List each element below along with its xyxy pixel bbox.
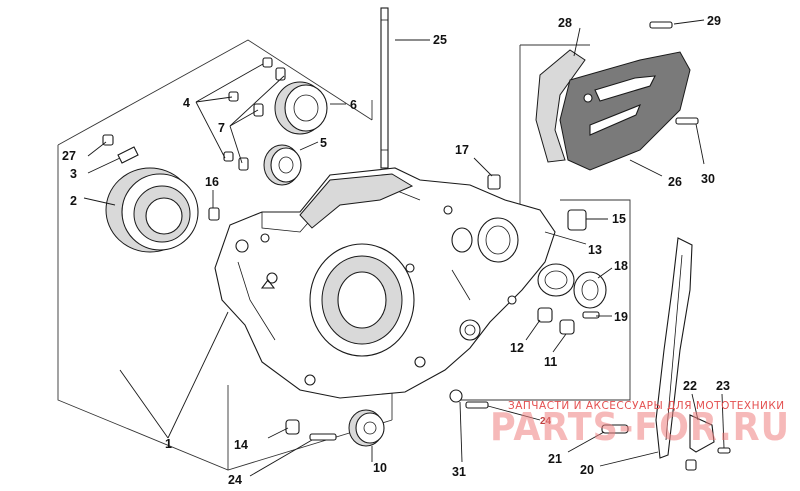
callout-22: 22 — [683, 379, 697, 393]
callout-13: 13 — [588, 243, 602, 257]
bearing-6 — [274, 81, 328, 135]
bearing-2 — [105, 167, 199, 253]
callout-2: 2 — [70, 194, 77, 208]
watermark-tagline: ЗАПЧАСТИ И АКСЕССУАРЫ ДЛЯ МОТОТЕХНИКИ — [508, 400, 785, 412]
crankcase — [214, 167, 556, 399]
callout-3: 3 — [70, 167, 77, 181]
callout-31: 31 — [452, 465, 466, 479]
watermark-logo: PARTS-FOR.RU — [490, 405, 790, 449]
callout-14: 14 — [234, 438, 248, 452]
callout-20: 20 — [580, 463, 594, 477]
chain-guide-20 — [655, 237, 693, 459]
callout-12: 12 — [510, 341, 524, 355]
callout-11: 11 — [544, 355, 557, 369]
leader-lines — [83, 19, 725, 477]
fasteners — [102, 21, 731, 454]
cover-26 — [535, 49, 691, 171]
bearing-5 — [263, 144, 302, 186]
watermark: ЗАПЧАСТИ И АКСЕССУАРЫ ДЛЯ МОТОТЕХНИКИ PA… — [490, 400, 790, 449]
callout-5: 5 — [320, 136, 327, 150]
callout-27: 27 — [62, 149, 76, 163]
callout-25: 25 — [433, 33, 447, 47]
callout-17: 17 — [455, 143, 469, 157]
callout-30: 30 — [701, 172, 715, 186]
stud-25 — [380, 7, 389, 169]
callout-7: 7 — [218, 121, 225, 135]
callout-4: 4 — [183, 96, 190, 110]
callout-29: 29 — [707, 14, 721, 28]
callout-1: 1 — [165, 437, 172, 451]
callout-6: 6 — [350, 98, 357, 112]
callout-18: 18 — [614, 259, 628, 273]
callout-labels: 1 2 3 4 5 6 7 10 11 12 13 14 15 16 17 18… — [62, 14, 730, 487]
callout-10: 10 — [373, 461, 387, 475]
callout-24-bottom: 24 — [228, 473, 242, 487]
bracket-22 — [685, 414, 715, 471]
callout-23: 23 — [716, 379, 730, 393]
callout-26: 26 — [668, 175, 682, 189]
callout-21: 21 — [548, 452, 562, 466]
callout-16: 16 — [205, 175, 219, 189]
callout-19: 19 — [614, 310, 628, 324]
callout-15: 15 — [612, 212, 626, 226]
callout-28: 28 — [558, 16, 572, 30]
callout-24-middle: 24 — [540, 416, 552, 427]
assembly-frame — [57, 39, 631, 471]
bearing-10 — [348, 409, 385, 447]
